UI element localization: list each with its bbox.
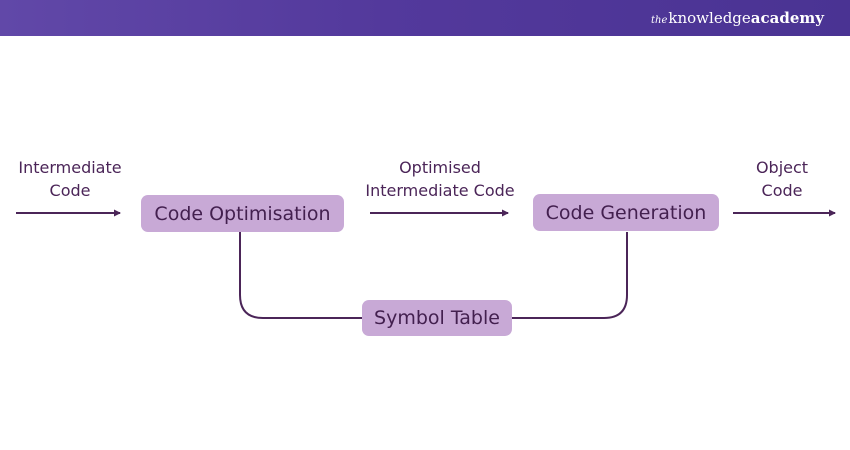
generation-to-symbol-table-connector	[512, 232, 628, 319]
brand-logo: theknowledgeacademy	[651, 8, 824, 31]
output-label: Object Code	[742, 156, 822, 202]
middle-label-line2: Intermediate Code	[365, 181, 515, 200]
middle-label: Optimised Intermediate Code	[350, 156, 530, 202]
input-label: Intermediate Code	[10, 156, 130, 202]
output-label-line1: Object	[755, 158, 809, 177]
brand-part1: knowledge	[668, 9, 751, 27]
header-bar: theknowledgeacademy	[0, 0, 850, 36]
output-label-line2: Code	[761, 181, 803, 200]
code-optimisation-box: Code Optimisation	[141, 195, 344, 232]
input-label-line1: Intermediate	[18, 158, 122, 177]
middle-label-line1: Optimised	[399, 158, 481, 177]
symbol-table-box: Symbol Table	[362, 300, 512, 336]
optimisation-to-symbol-table-connector	[239, 232, 362, 319]
code-generation-box: Code Generation	[533, 194, 719, 231]
brand-prefix: the	[651, 15, 668, 26]
brand-part2: academy	[750, 9, 824, 27]
input-label-line2: Code	[49, 181, 91, 200]
